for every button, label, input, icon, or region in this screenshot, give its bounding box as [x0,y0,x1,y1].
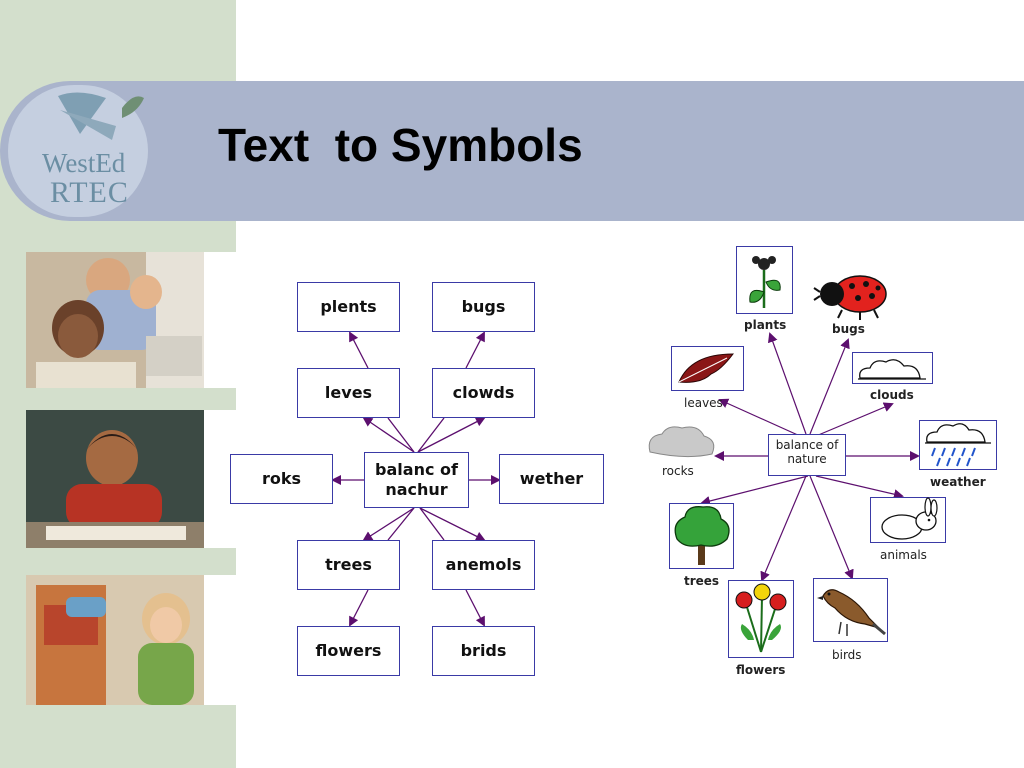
photo-strip-1 [204,252,238,388]
sym-arrow-bugs [809,338,850,435]
node-anemols: anemols [432,540,535,590]
photo-girl-experiment [26,575,204,705]
arrow-to-plents [349,331,369,369]
label-bugs: bugs [832,322,865,336]
rabbit-icon [881,497,938,540]
label-weather: weather [930,475,986,489]
node-plents: plents [297,282,400,332]
sym-arrow-animals [815,475,904,500]
arrow-to-brids [465,589,485,627]
node-trees: trees [297,540,400,590]
node-wether: wether [499,454,604,504]
node-clowds: clowds [432,368,535,418]
symbol-center-line-1: balance of [775,438,839,452]
photo-students-computer [26,252,204,388]
node-leves: leves [297,368,400,418]
flower-icon [735,583,787,653]
logo-text-wested: WestEd [42,148,126,178]
bug-icon [813,275,887,320]
sym-arrow-clouds [815,402,894,437]
bird-icon [817,589,886,636]
arrow-to-clowds [417,417,486,453]
symbol-center-line-2: nature [787,452,827,466]
node-bugs: bugs [432,282,535,332]
leaf-icon [678,353,735,383]
arrow-to-trees [362,507,415,542]
sym-arrow-plants [768,332,807,435]
node-flowers: flowers [297,626,400,676]
photo-boy-reading [26,410,204,548]
symbol-center-box: balance of nature [768,434,846,476]
arrow-to-anemols [419,507,486,541]
node-roks: roks [230,454,333,504]
logo-text-rtec: RTEC [50,176,129,209]
photo-strip-3 [204,575,238,705]
tree-icon [674,506,730,565]
page-title: Text to Symbols [218,119,583,171]
label-trees: trees [684,574,720,588]
label-plants: plants [744,318,787,332]
plant-icon [749,256,781,308]
sym-arrow-trees [700,475,809,506]
label-clouds: clouds [870,388,914,402]
label-rocks: rocks [662,464,694,478]
label-flowers: flowers [736,663,786,677]
arrow-to-leves [362,416,415,453]
sym-arrow-birds [809,475,854,580]
label-leaves: leaves [684,396,723,410]
node-center-text: balanc of nachur [364,452,469,508]
rock-icon [648,426,715,458]
title-band-fill [236,81,1024,221]
label-animals: animals [880,548,927,562]
arrow-to-bugs [465,331,485,369]
cloud-icon [858,359,926,380]
rain-cloud-icon [925,423,991,467]
sym-arrow-leaves [718,398,801,437]
label-birds: birds [832,648,862,662]
arrow-to-flowers [349,589,369,627]
center-line-1: balanc of [375,460,458,479]
node-brids: brids [432,626,535,676]
sym-arrow-flowers [760,475,807,582]
center-line-2: nachur [385,480,448,499]
